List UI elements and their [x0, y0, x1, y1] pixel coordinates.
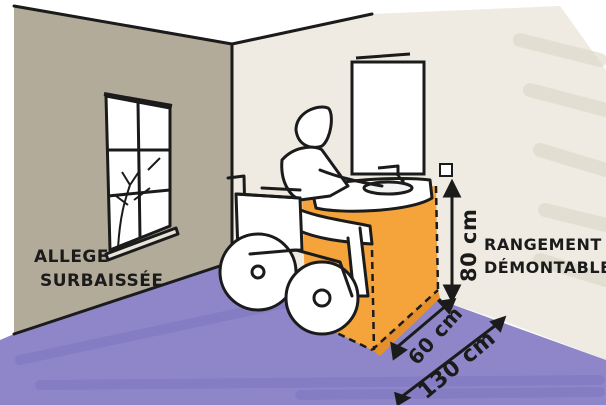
- window: [104, 94, 178, 260]
- mirror: [352, 54, 424, 174]
- height-dimension-label: 80 cm: [457, 209, 481, 282]
- allege-label-line1: ALLEGE: [34, 247, 109, 267]
- wheelchair-front-wheel: [286, 262, 358, 334]
- rangement-label-line1: RANGEMENT: [484, 235, 602, 254]
- rangement-label-line2: DÉMONTABLE: [484, 258, 606, 277]
- allege-label-line2: SURBAISSÉE: [40, 269, 164, 291]
- light-switch: [440, 164, 452, 176]
